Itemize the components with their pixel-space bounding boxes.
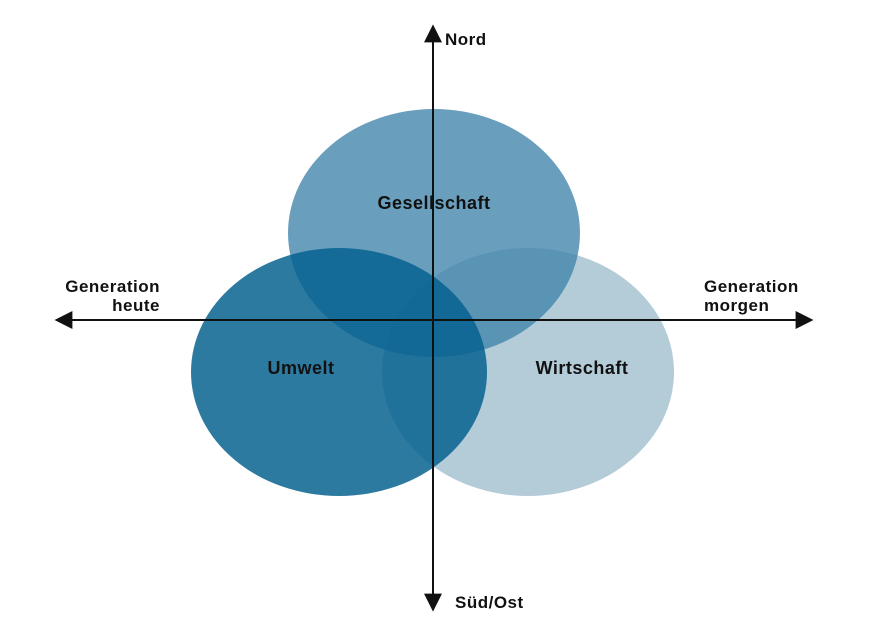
east-label-line1: Generation [704, 277, 799, 296]
south-label: Süd/Ost [455, 593, 524, 612]
west-label-line2: heute [112, 296, 160, 315]
west-label-line1: Generation [65, 277, 160, 296]
east-label-line2: morgen [704, 296, 769, 315]
north-label: Nord [445, 30, 487, 49]
economy-label: Wirtschaft [536, 358, 629, 378]
environment-circle [191, 248, 487, 496]
environment-label: Umwelt [267, 358, 334, 378]
society-label: Gesellschaft [377, 193, 490, 213]
